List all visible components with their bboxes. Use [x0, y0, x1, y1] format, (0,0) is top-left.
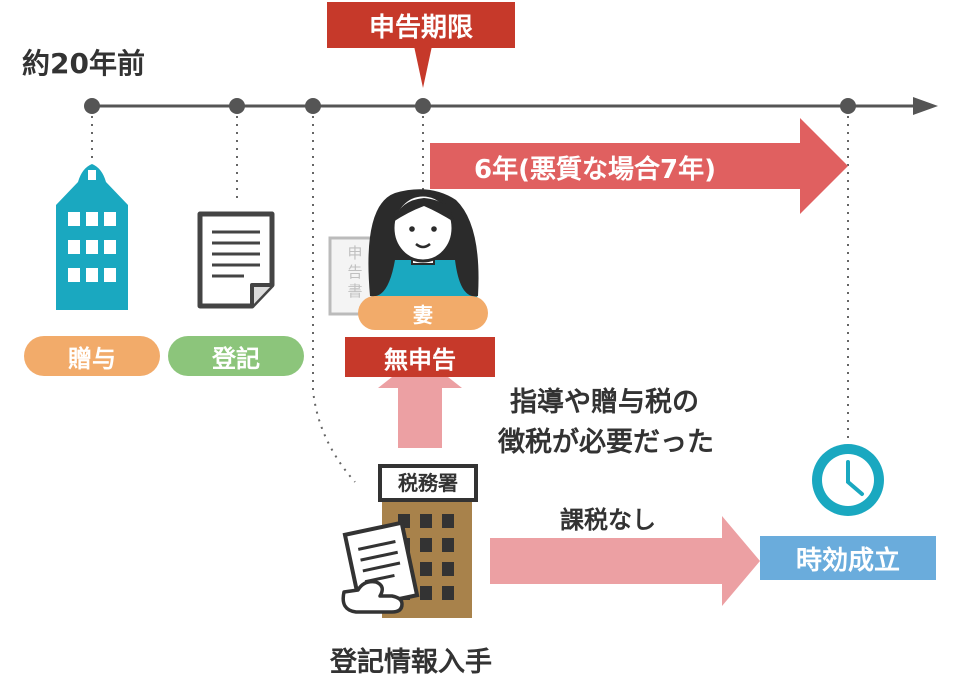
deadline-pointer — [414, 46, 432, 88]
deadline-label: 申告期限 — [327, 2, 515, 48]
timeline-dot-info — [305, 98, 321, 114]
period-label: 6年(悪質な場合7年) — [474, 155, 716, 185]
hand-holding-document-icon — [341, 520, 420, 614]
no-return-label: 無申告 — [345, 337, 495, 377]
tax-return-form-text: 申告書 — [347, 244, 363, 300]
tax-office-sign: 税務署 — [398, 471, 458, 495]
timeline-dot-statute — [840, 98, 856, 114]
registration-info-label: 登記情報入手 — [330, 647, 492, 678]
no-tax-label: 課税なし — [560, 506, 656, 534]
wife-avatar-icon — [368, 189, 479, 300]
no-tax-arrow — [490, 516, 760, 606]
guidance-note-line2: 徴税が必要だった — [498, 427, 714, 458]
timeline-dot-deadline — [415, 98, 431, 114]
registration-pill: 登記 — [168, 336, 304, 376]
dotted-connectors — [91, 116, 849, 483]
clock-icon — [812, 444, 884, 516]
period-arrow — [430, 118, 848, 214]
gift-pill: 贈与 — [24, 336, 160, 376]
building-icon — [56, 164, 128, 310]
timeline-axis — [92, 97, 938, 115]
statute-label: 時効成立 — [760, 536, 936, 580]
up-arrow — [378, 355, 462, 448]
document-icon — [197, 211, 275, 309]
wife-pill: 妻 — [358, 296, 488, 330]
timeline-dot-start — [84, 98, 100, 114]
start-label: 約20年前 — [22, 47, 145, 80]
timeline-dot-registration — [229, 98, 245, 114]
guidance-note-line1: 指導や贈与税の — [510, 387, 699, 418]
